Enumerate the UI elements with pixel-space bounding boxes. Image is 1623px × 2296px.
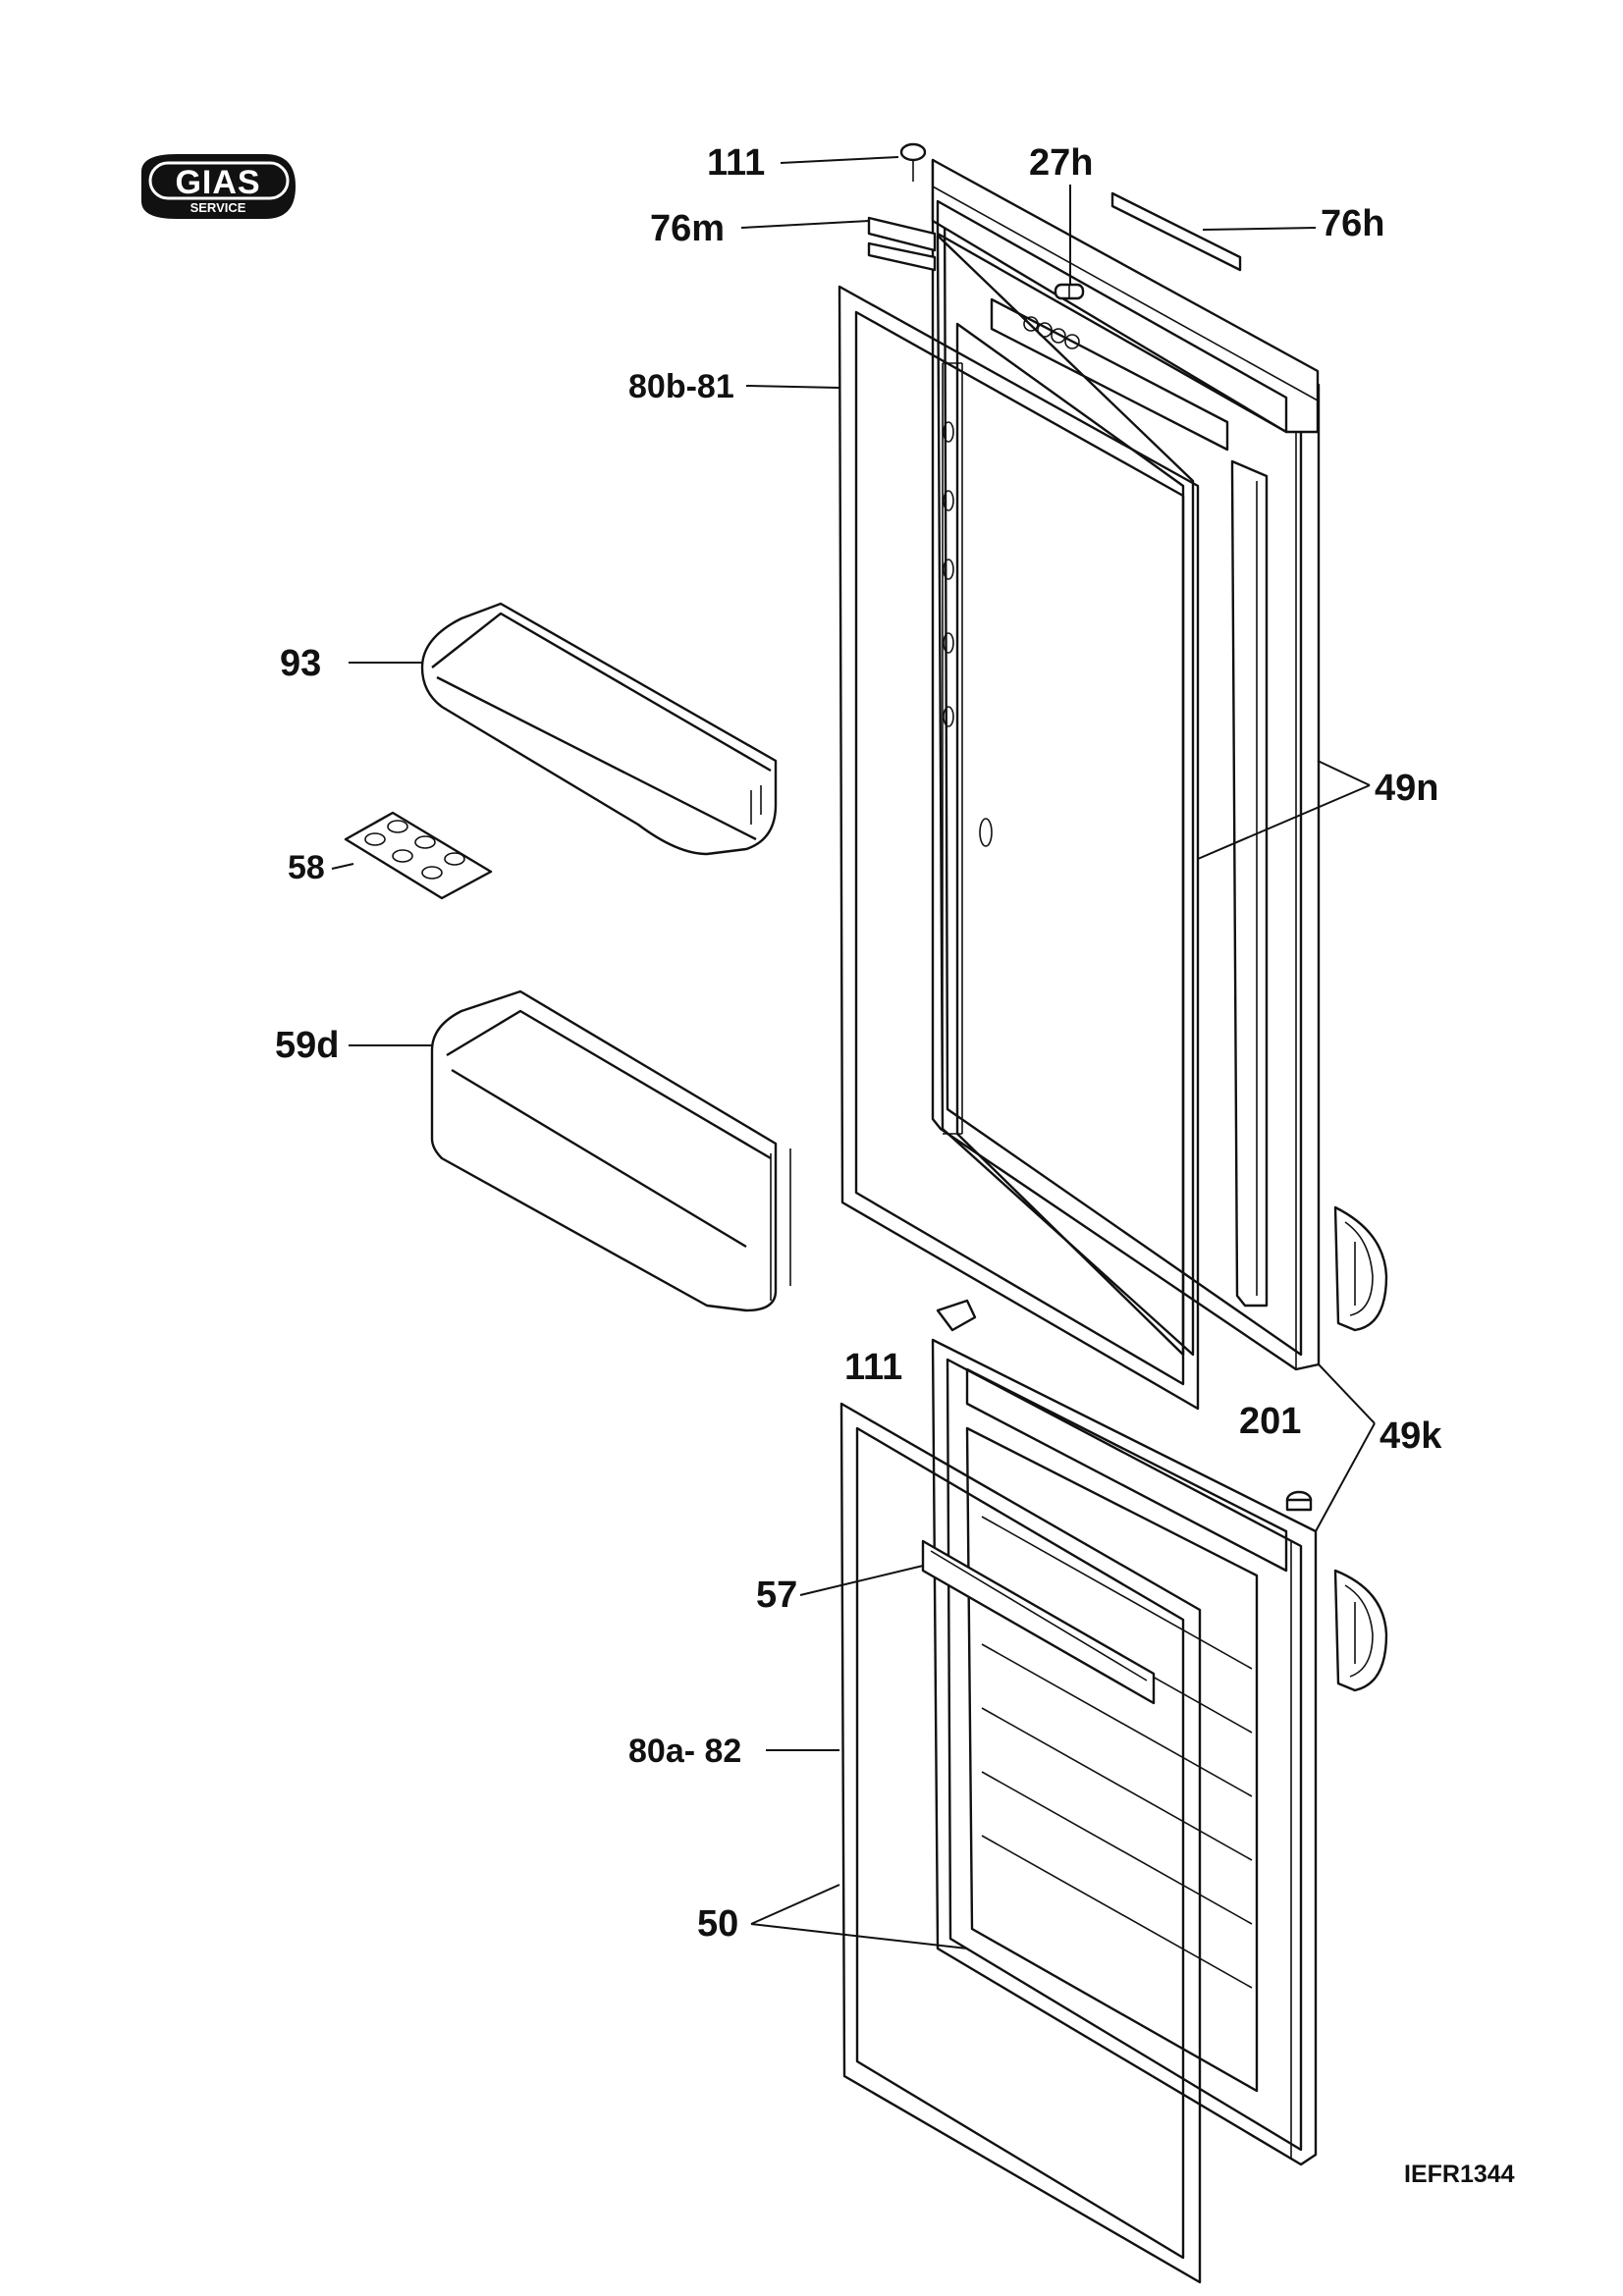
logo-brand: GIAS	[175, 164, 260, 201]
hinge-111-mid	[936, 1299, 977, 1332]
label-59d: 59d	[275, 1025, 339, 1066]
cap-201	[1285, 1490, 1313, 1512]
screw-111-top	[899, 142, 927, 182]
part-labels: 111 27h 76m 76h 80b-81 93 49n 58 59d 111…	[275, 142, 1515, 2188]
lower-door-outer-shell	[931, 1338, 1318, 2166]
label-80a-82: 80a- 82	[628, 1733, 741, 1770]
upper-door-handle	[1333, 1205, 1388, 1332]
label-49k: 49k	[1380, 1415, 1442, 1457]
trim-strip-76h	[1110, 191, 1242, 272]
lower-door-handle	[1333, 1569, 1388, 1692]
door-shelf-59d	[430, 989, 791, 1312]
label-58: 58	[288, 849, 325, 886]
label-93: 93	[280, 643, 321, 684]
label-76m: 76m	[650, 208, 725, 249]
gias-service-logo: GIAS SERVICE	[141, 154, 297, 219]
label-57: 57	[756, 1575, 797, 1616]
door-shelf-93	[420, 602, 778, 856]
logo-tagline: SERVICE	[190, 200, 246, 215]
flap-57	[921, 1539, 1156, 1705]
label-49n: 49n	[1375, 768, 1438, 809]
label-80b-81: 80b-81	[628, 368, 734, 405]
label-111-mid: 111	[844, 1347, 902, 1388]
lower-door-gasket	[839, 1402, 1202, 2284]
egg-tray-58	[344, 811, 493, 900]
label-27h: 27h	[1029, 142, 1093, 184]
hinge-pin-27h	[1054, 283, 1085, 300]
label-201: 201	[1239, 1401, 1301, 1442]
label-111-top: 111	[707, 142, 765, 184]
leader-lines	[331, 156, 1376, 1949]
label-76h: 76h	[1321, 203, 1384, 244]
upper-door-outer-shell	[931, 158, 1321, 1371]
trim-strip-76m	[867, 216, 937, 272]
drawing-code: IEFR1344	[1404, 2161, 1515, 2188]
label-50: 50	[697, 1903, 738, 1945]
upper-door-gasket	[838, 285, 1200, 1411]
